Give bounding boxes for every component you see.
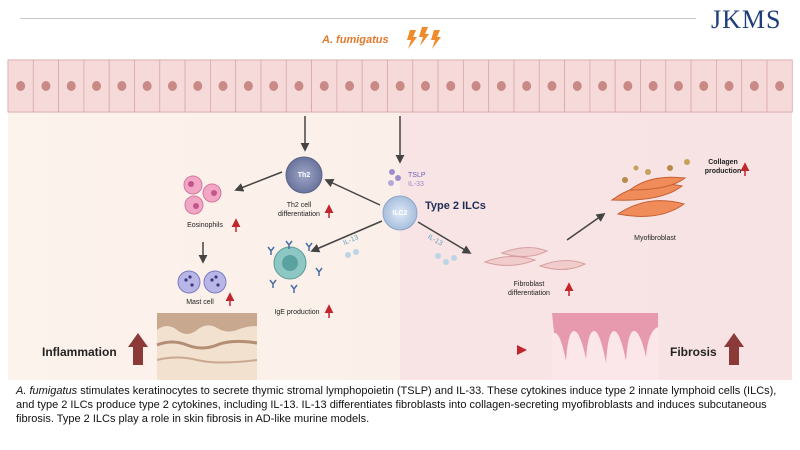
eosinophils-icon bbox=[183, 175, 222, 215]
keratinocyte-nucleus bbox=[370, 81, 380, 91]
keratinocyte-nucleus bbox=[496, 81, 506, 91]
pathway-diagram bbox=[7, 27, 793, 380]
keratinocyte-nucleus bbox=[572, 81, 582, 91]
b-cell-icon bbox=[273, 246, 307, 280]
cytokine-dots-icon bbox=[388, 169, 401, 186]
fibrosis-up-arrow-icon bbox=[724, 333, 744, 365]
myofibroblast-icon bbox=[610, 176, 687, 217]
lightning-icon bbox=[407, 27, 441, 49]
caption-italic: A. fumigatus bbox=[16, 385, 78, 397]
increase-arrows-icon bbox=[225, 162, 750, 318]
keratinocyte-nucleus bbox=[66, 81, 76, 91]
keratinocyte-nucleus bbox=[193, 81, 203, 91]
trigger-label: A. fumigatus bbox=[322, 34, 389, 46]
collagen-line1: Collagen bbox=[708, 159, 738, 166]
fibrotic-skin-icon bbox=[552, 313, 658, 380]
keratinocyte-nucleus bbox=[218, 81, 228, 91]
fibroblast-line2: differentiation bbox=[508, 290, 550, 297]
collagen-dots-icon bbox=[622, 159, 690, 183]
keratinocyte-nucleus bbox=[446, 81, 456, 91]
keratinocyte-nucleus bbox=[471, 81, 481, 91]
il33-label: IL-33 bbox=[408, 181, 424, 188]
figure-caption: A. fumigatus stimulates keratinocytes to… bbox=[16, 384, 786, 426]
th2-cell-label: Th2 bbox=[297, 172, 311, 179]
header-divider bbox=[20, 18, 696, 19]
collagen-line2: production bbox=[704, 168, 742, 175]
keratinocyte-nucleus bbox=[724, 81, 734, 91]
keratinocyte-nucleus bbox=[41, 81, 51, 91]
keratinocyte-nucleus bbox=[167, 81, 177, 91]
antibody-icon bbox=[267, 240, 323, 293]
keratinocyte-nucleus bbox=[699, 81, 709, 91]
inflamed-skin-icon bbox=[156, 313, 258, 380]
inflammation-label: Inflammation bbox=[42, 345, 117, 359]
keratinocyte-nucleus bbox=[294, 81, 304, 91]
inflammation-up-arrow-icon bbox=[128, 333, 148, 365]
keratinocyte-nucleus bbox=[648, 81, 658, 91]
keratinocyte-cell bbox=[184, 59, 211, 113]
eosinophils-label: Eosinophils bbox=[187, 222, 223, 229]
keratinocyte-nucleus bbox=[749, 81, 759, 91]
th2-cell-icon bbox=[285, 156, 323, 194]
th2-diff-line1: Th2 cell bbox=[286, 202, 312, 209]
keratinocyte-nucleus bbox=[598, 81, 608, 91]
keratinocyte-nucleus bbox=[16, 81, 26, 91]
th2-diff-line2: differentiation bbox=[278, 211, 320, 218]
type2-ilcs-label: Type 2 ILCs bbox=[425, 200, 486, 212]
caption-text: stimulates keratinocytes to secrete thym… bbox=[16, 385, 777, 425]
keratinocyte-nucleus bbox=[775, 81, 785, 91]
myofibroblast-label: Myofibroblast bbox=[634, 235, 676, 242]
keratinocyte-nucleus bbox=[623, 81, 633, 91]
fibrosis-label: Fibrosis bbox=[670, 345, 717, 359]
keratinocyte-nucleus bbox=[142, 81, 152, 91]
mast-cell-icon bbox=[177, 270, 227, 294]
keratinocyte-nucleus bbox=[319, 81, 329, 91]
ilc2-cell-label: ILC2 bbox=[392, 210, 408, 217]
keratinocyte-nucleus bbox=[269, 81, 279, 91]
il13-dots-right-icon bbox=[435, 253, 457, 265]
tslp-label: TSLP bbox=[408, 172, 426, 179]
keratinocyte-nucleus bbox=[673, 81, 683, 91]
keratinocyte-layer bbox=[7, 59, 793, 113]
ige-label: IgE production bbox=[274, 309, 320, 316]
mast-cell-label: Mast cell bbox=[186, 299, 214, 306]
fibroblast-icon bbox=[483, 247, 587, 270]
fibroblast-line1: Fibroblast bbox=[513, 281, 545, 288]
ilc2-cell-icon bbox=[382, 195, 418, 231]
journal-logo: JKMS bbox=[711, 5, 782, 34]
keratinocyte-nucleus bbox=[395, 81, 405, 91]
keratinocyte-nucleus bbox=[522, 81, 532, 91]
keratinocyte-nucleus bbox=[420, 81, 430, 91]
keratinocyte-nucleus bbox=[117, 81, 127, 91]
keratinocyte-nucleus bbox=[243, 81, 253, 91]
il13-dots-left-icon bbox=[345, 249, 359, 258]
keratinocyte-nucleus bbox=[547, 81, 557, 91]
keratinocyte-nucleus bbox=[92, 81, 102, 91]
keratinocyte-nucleus bbox=[345, 81, 355, 91]
